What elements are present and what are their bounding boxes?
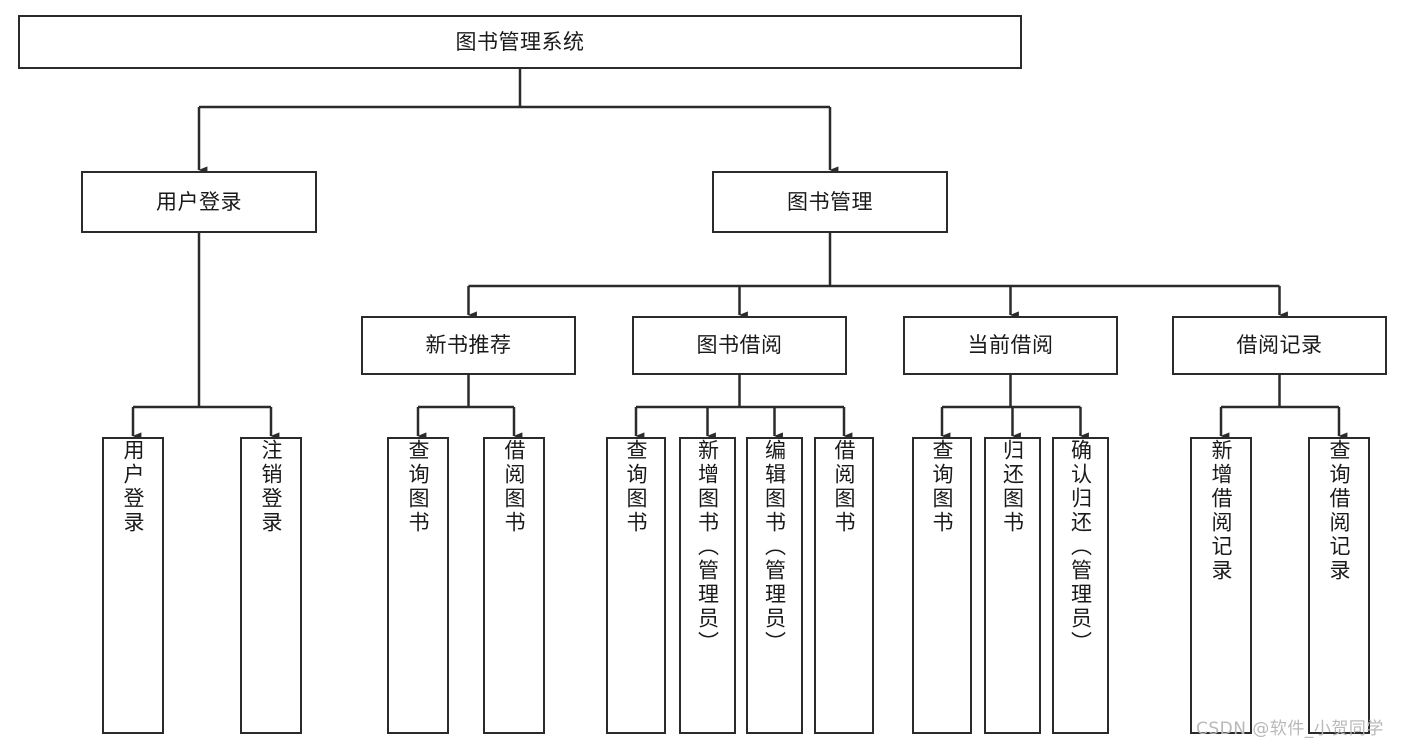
node-leaf-query-book-1[interactable]: 查询图书: [387, 437, 449, 734]
node-leaf-borrow-book-1[interactable]: 借阅图书: [483, 437, 545, 734]
node-label: 确认归还（管理员）: [1068, 439, 1093, 655]
node-label: 用户登录: [156, 189, 242, 214]
node-user-login[interactable]: 用户登录: [81, 171, 317, 233]
node-leaf-logout[interactable]: 注销登录: [240, 437, 302, 734]
node-label: 新增借阅记录: [1209, 439, 1234, 583]
node-current-borrow[interactable]: 当前借阅: [903, 316, 1118, 375]
node-label: 图书管理系统: [455, 29, 585, 54]
node-book-manage[interactable]: 图书管理: [712, 171, 948, 233]
node-leaf-confirm-return[interactable]: 确认归还（管理员）: [1052, 437, 1109, 734]
node-label: 借阅图书: [832, 439, 857, 535]
node-leaf-query-book-2[interactable]: 查询图书: [606, 437, 666, 734]
node-label: 注销登录: [259, 439, 284, 535]
node-leaf-add-record[interactable]: 新增借阅记录: [1190, 437, 1252, 734]
node-borrow-record[interactable]: 借阅记录: [1172, 316, 1387, 375]
node-label: 借阅记录: [1236, 333, 1323, 358]
node-label: 归还图书: [1000, 439, 1025, 535]
node-leaf-borrow-book-2[interactable]: 借阅图书: [814, 437, 874, 734]
node-leaf-add-book[interactable]: 新增图书（管理员）: [679, 437, 736, 734]
node-label: 当前借阅: [967, 333, 1054, 358]
node-label: 查询图书: [624, 439, 649, 535]
node-leaf-query-record[interactable]: 查询借阅记录: [1308, 437, 1370, 734]
node-book-borrow[interactable]: 图书借阅: [632, 316, 847, 375]
node-leaf-return-book[interactable]: 归还图书: [984, 437, 1041, 734]
node-label: 查询借阅记录: [1327, 439, 1352, 583]
node-label: 用户登录: [121, 439, 146, 535]
node-label: 图书管理: [787, 189, 873, 214]
node-leaf-query-book-3[interactable]: 查询图书: [912, 437, 972, 734]
node-label: 图书借阅: [696, 333, 783, 358]
node-label: 查询图书: [406, 439, 431, 535]
node-label: 新书推荐: [425, 333, 512, 358]
edge-group: [131, 69, 1348, 440]
node-root[interactable]: 图书管理系统: [18, 15, 1022, 69]
csdn-watermark: CSDN @软件_小贺同学: [1196, 719, 1384, 739]
node-label: 借阅图书: [502, 439, 527, 535]
node-label: 查询图书: [930, 439, 955, 535]
node-leaf-edit-book[interactable]: 编辑图书（管理员）: [746, 437, 803, 734]
node-label: 新增图书（管理员）: [695, 439, 720, 655]
node-label: 编辑图书（管理员）: [762, 439, 787, 655]
node-new-book-rec[interactable]: 新书推荐: [361, 316, 576, 375]
node-leaf-user-login[interactable]: 用户登录: [102, 437, 164, 734]
